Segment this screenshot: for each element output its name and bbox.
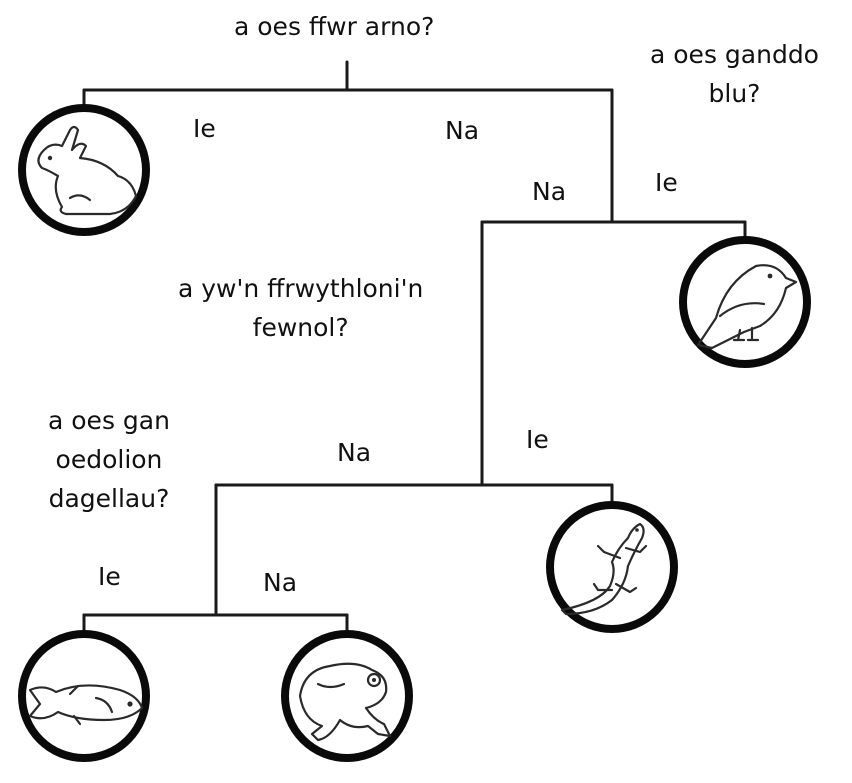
branch-label-fur-no: Na [445,116,480,145]
question-has-feathers-line-1: a oes ganddo [650,40,819,69]
branch-label-fertilisation-yes: Ie [526,425,549,454]
question-internal-fertilisation-line-1: a yw'n ffrwythloni'n [178,274,424,303]
question-has-fur: a oes ffwr arno? [234,8,434,47]
question-has-fur-text: a oes ffwr arno? [234,12,435,41]
branch-label-feathers-yes: Ie [655,168,678,197]
fish-icon [18,630,150,762]
branch-label-fertilisation-no: Na [337,438,372,467]
question-has-feathers-line-2: blu? [708,78,761,108]
frog-icon [281,630,413,762]
question-adults-have-gills-line-1: a oes gan [48,406,170,435]
branch-label-gills-yes: Ie [98,562,121,591]
question-adults-have-gills-line-2: oedolion [55,444,163,474]
rabbit-icon [18,104,150,236]
question-adults-have-gills: a oes gan oedolion dagellau? [48,402,170,518]
question-has-feathers: a oes ganddo blu? [650,36,819,114]
bird-icon [679,236,811,368]
tree-lines [82,60,747,634]
branch-label-feathers-no: Na [532,177,567,206]
question-adults-have-gills-line-3: dagellau? [48,483,170,513]
question-internal-fertilisation: a yw'n ffrwythloni'n fewnol? [178,270,423,348]
lizard-icon [546,501,678,633]
question-internal-fertilisation-line-2: fewnol? [252,312,349,342]
branch-label-fur-yes: Ie [193,114,216,143]
branch-label-gills-no: Na [263,568,298,597]
